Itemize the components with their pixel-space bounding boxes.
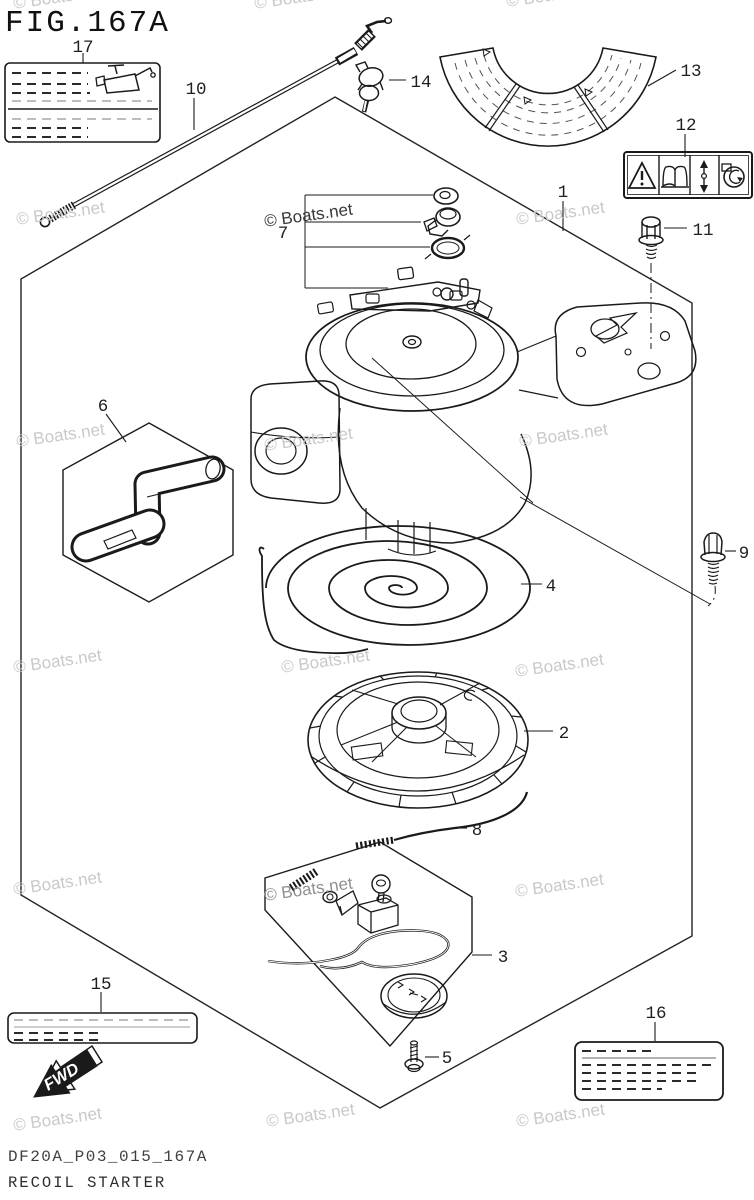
oil-can-icon	[95, 64, 156, 94]
fwd-arrow: FWD	[33, 1044, 104, 1098]
o-ring	[424, 234, 471, 260]
repair-kit-box	[264, 841, 473, 1048]
part-number-13: 13	[680, 62, 701, 82]
part-number-9: 9	[739, 544, 750, 564]
recoil-spring	[258, 525, 531, 655]
part-number-6: 6	[98, 397, 109, 417]
callout-13: 13	[647, 62, 702, 87]
grip-pad	[70, 508, 166, 563]
label-16-box	[574, 1041, 724, 1101]
starter-cable	[39, 17, 393, 228]
starter-reel	[307, 671, 529, 809]
callout-5: 5	[425, 1049, 452, 1069]
tilt-arrows-icon	[700, 160, 708, 193]
callout-16: 16	[645, 1004, 667, 1041]
part-number-2: 2	[559, 724, 570, 744]
reel-spring	[355, 791, 529, 850]
callout-7: 7	[278, 224, 289, 244]
part-number-15: 15	[90, 975, 111, 995]
callout-9: 9	[725, 544, 749, 564]
part-number-4: 4	[546, 577, 557, 597]
part-number-14: 14	[410, 73, 431, 93]
recoil-starter-assembly	[250, 287, 711, 605]
figure-code: DF20A_P03_015_167A	[8, 1148, 208, 1166]
part-number-3: 3	[498, 948, 509, 968]
screw-5	[404, 1040, 424, 1073]
callout-10: 10	[185, 80, 207, 130]
part-number-5: 5	[442, 1049, 453, 1069]
flange-bolt-11	[638, 216, 664, 349]
part-number-10: 10	[185, 80, 206, 100]
pawl-parts-group	[304, 187, 481, 312]
figure-title: FIG.167A	[5, 6, 170, 41]
part-number-17: 17	[72, 38, 93, 58]
rope-guide-band	[439, 47, 657, 147]
starter-latch	[423, 207, 461, 237]
caution-label	[623, 151, 753, 199]
callout-1: 1	[558, 183, 569, 231]
mounting-plate	[554, 302, 697, 407]
callout-14: 14	[389, 73, 432, 93]
part-number-7: 7	[278, 224, 289, 244]
washer	[433, 187, 459, 205]
callout-15: 15	[90, 975, 112, 1012]
figure-subtitle: RECOIL STARTER	[8, 1174, 167, 1192]
grip-kit-box	[62, 422, 234, 603]
part-number-12: 12	[675, 116, 696, 136]
manual-book-icon	[661, 165, 689, 188]
callout-2: 2	[524, 724, 569, 744]
label-15-box	[7, 1012, 198, 1044]
callout-4: 4	[521, 577, 556, 597]
callout-6: 6	[98, 397, 127, 443]
callout-17: 17	[72, 38, 94, 63]
callout-3: 3	[472, 948, 508, 968]
oil-label-17	[4, 62, 161, 143]
part-number-16: 16	[645, 1004, 666, 1024]
callout-11: 11	[664, 221, 714, 241]
diagram-border	[20, 96, 693, 1109]
flange-bolt-9	[700, 532, 726, 607]
callout-12: 12	[675, 116, 697, 157]
lock-lever	[349, 266, 481, 312]
part-number-11: 11	[692, 221, 713, 241]
callout-8: 8	[452, 821, 482, 841]
part-number-8: 8	[472, 821, 483, 841]
cable-clip	[354, 61, 384, 113]
callouts: 17 10 14 13 12 11 1 7 9	[72, 38, 749, 1069]
part-number-1: 1	[558, 183, 569, 203]
engine-icon	[721, 163, 745, 188]
warning-triangle-icon	[627, 161, 657, 189]
